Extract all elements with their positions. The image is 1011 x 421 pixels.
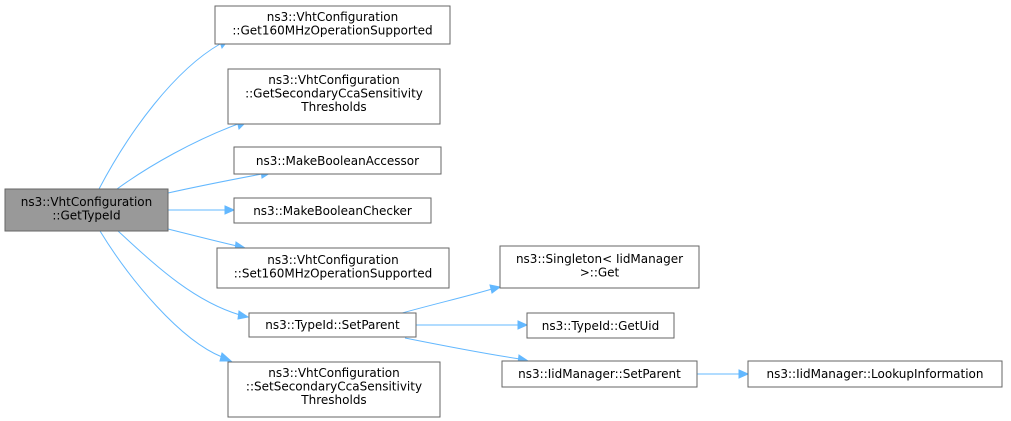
arrowhead-makechecker <box>224 205 236 215</box>
node-label-line: ::GetTypeId <box>52 209 120 223</box>
node-label-line: ns3::VhtConfiguration <box>268 73 399 87</box>
edge-setparent-singleton <box>394 288 493 316</box>
node-label-line: ns3::Singleton< IidManager <box>516 252 683 266</box>
node-label: ns3::VhtConfiguration::Get160MHzOperatio… <box>232 10 432 38</box>
arrowhead-setparent <box>237 310 250 320</box>
node-make-boolean-checker[interactable]: ns3::MakeBooleanChecker <box>233 197 432 224</box>
node-singleton-iidmanager-get[interactable]: ns3::Singleton< IidManager>::Get <box>499 245 700 289</box>
node-set-160mhz-operation-supported[interactable]: ns3::VhtConfiguration::Set160MHzOperatio… <box>216 247 450 289</box>
node-label-line: ::SetSecondaryCcaSensitivity <box>246 380 422 394</box>
arrowhead-getuid <box>517 320 529 330</box>
node-label-line: ns3::IidManager::LookupInformation <box>767 367 984 381</box>
node-iidmanager-set-parent[interactable]: ns3::IidManager::SetParent <box>501 360 698 388</box>
node-label-line: Thresholds <box>300 100 366 114</box>
node-label-line: ::GetSecondaryCcaSensitivity <box>245 87 423 101</box>
node-get-160mhz-operation-supported[interactable]: ns3::VhtConfiguration::Get160MHzOperatio… <box>214 5 451 45</box>
arrowhead-setsecondary <box>219 352 233 362</box>
node-label-line: ns3::MakeBooleanAccessor <box>256 154 419 168</box>
node-label-line: ns3::TypeId::SetParent <box>265 318 400 332</box>
node-label: ns3::MakeBooleanChecker <box>253 204 412 218</box>
edge-setparent-iidsetparent <box>404 337 521 360</box>
node-get-type-id[interactable]: ns3::VhtConfiguration::GetTypeId <box>4 188 169 232</box>
node-label: ns3::TypeId::SetParent <box>265 318 400 332</box>
edge-gettypeid-get160 <box>98 43 221 190</box>
node-label-line: ns3::MakeBooleanChecker <box>253 204 412 218</box>
node-set-secondary-cca-sensitivity-thresholds[interactable]: ns3::VhtConfiguration::SetSecondaryCcaSe… <box>227 361 441 418</box>
node-make-boolean-accessor[interactable]: ns3::MakeBooleanAccessor <box>233 146 442 175</box>
node-label: ns3::TypeId::GetUid <box>542 319 660 333</box>
node-label-line: ns3::VhtConfiguration <box>267 253 398 267</box>
node-label: ns3::VhtConfiguration::GetTypeId <box>21 195 152 223</box>
node-label-line: ::Set160MHzOperationSupported <box>234 267 433 281</box>
node-label-line: ns3::TypeId::GetUid <box>542 319 660 333</box>
edge-gettypeid-setsecondary <box>99 230 223 358</box>
node-label: ns3::IidManager::LookupInformation <box>767 367 984 381</box>
node-label-line: ::Get160MHzOperationSupported <box>232 24 432 38</box>
nodes-layer: ns3::VhtConfiguration::GetTypeId ns3::Vh… <box>4 5 1003 418</box>
node-label-line: ns3::VhtConfiguration <box>267 10 398 24</box>
edge-gettypeid-setparent <box>117 230 241 316</box>
node-label-line: Thresholds <box>300 393 366 407</box>
node-get-secondary-cca-sensitivity-thresholds[interactable]: ns3::VhtConfiguration::GetSecondaryCcaSe… <box>227 68 441 125</box>
node-typeid-get-uid[interactable]: ns3::TypeId::GetUid <box>526 312 675 339</box>
edge-gettypeid-makeaccessor <box>167 173 263 194</box>
arrowhead-lookup <box>738 369 750 379</box>
node-label: ns3::VhtConfiguration::Set160MHzOperatio… <box>234 253 433 281</box>
node-label: ns3::Singleton< IidManager>::Get <box>516 252 683 280</box>
node-label: ns3::IidManager::SetParent <box>518 367 681 381</box>
node-label-line: ns3::VhtConfiguration <box>21 195 152 209</box>
node-label: ns3::MakeBooleanAccessor <box>256 154 419 168</box>
node-label-line: ns3::IidManager::SetParent <box>518 367 681 381</box>
node-label-line: ns3::VhtConfiguration <box>268 366 399 380</box>
arrowhead-singleton <box>489 284 502 294</box>
node-label: ns3::VhtConfiguration::GetSecondaryCcaSe… <box>245 73 423 114</box>
edge-gettypeid-set160 <box>167 228 238 247</box>
node-typeid-set-parent[interactable]: ns3::TypeId::SetParent <box>248 312 417 338</box>
node-iidmanager-lookup-information[interactable]: ns3::IidManager::LookupInformation <box>747 360 1003 388</box>
node-label-line: >::Get <box>580 266 620 280</box>
node-label: ns3::VhtConfiguration::SetSecondaryCcaSe… <box>246 366 422 407</box>
edge-gettypeid-getsecondary <box>116 123 239 190</box>
